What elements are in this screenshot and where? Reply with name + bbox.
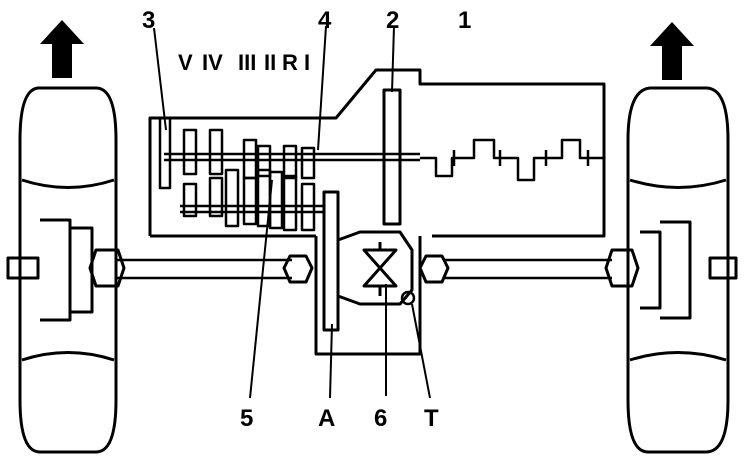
callout-1: 1: [458, 7, 471, 34]
output-shaft: [180, 204, 324, 214]
callout-5: 5: [240, 405, 253, 432]
right-up-arrow-icon: [650, 22, 694, 80]
callout-3: 3: [142, 7, 155, 34]
right-axle-shaft: [418, 248, 738, 288]
callout-4: 4: [318, 7, 332, 34]
gear-label-v: V: [178, 50, 193, 75]
final-drive-gear: [322, 190, 340, 332]
sensor: [400, 290, 416, 306]
clutch-plate: [382, 88, 402, 226]
gear-label-iii: III: [238, 50, 256, 75]
callout-a: A: [318, 405, 335, 432]
input-shaft: [164, 152, 420, 162]
engine-crankshaft: [420, 138, 604, 182]
callout-t: T: [424, 405, 439, 432]
left-axle-shaft: [6, 248, 314, 288]
callout-2: 2: [386, 7, 399, 34]
gear-label-i: I: [304, 50, 310, 75]
left-up-arrow-icon: [40, 20, 84, 78]
right-wheel: [626, 86, 730, 454]
gear-label-iv: IV: [202, 50, 223, 75]
left-wheel: [18, 86, 118, 454]
leader-lines: [153, 25, 431, 399]
differential-housing: [314, 230, 422, 356]
gear-label-ii: II: [264, 50, 276, 75]
gear-label-r: R: [282, 50, 298, 75]
callout-6: 6: [374, 405, 387, 432]
transmission-housing: [148, 68, 606, 238]
